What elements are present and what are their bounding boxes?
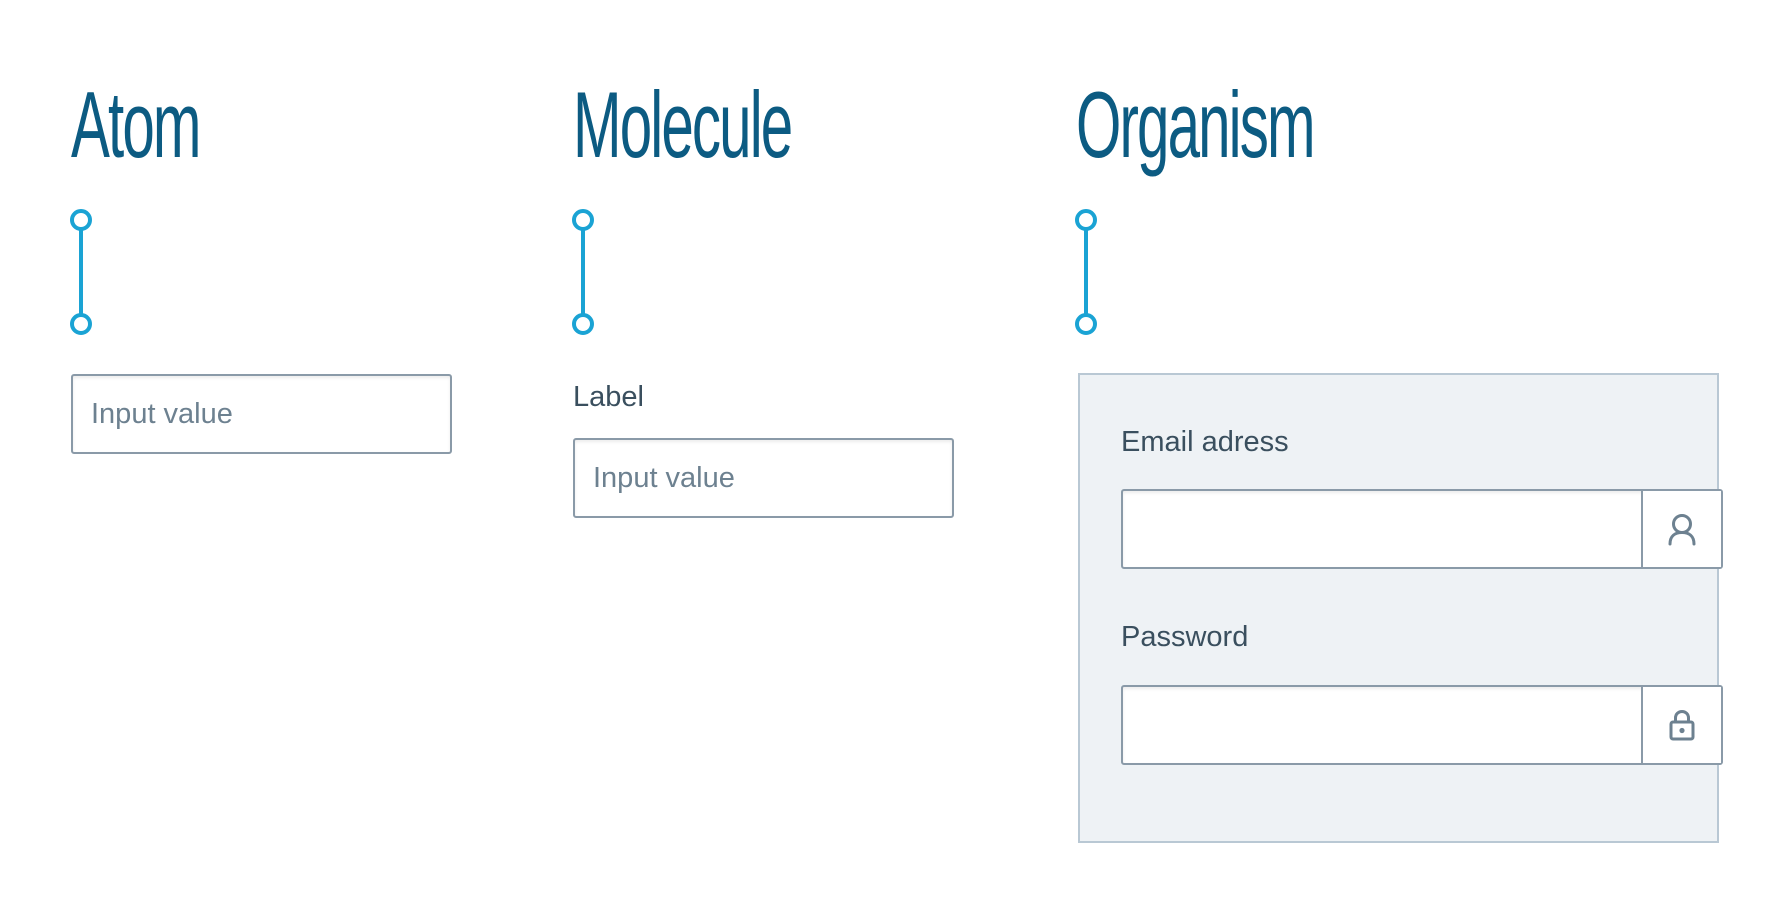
lock-icon bbox=[1669, 709, 1695, 741]
atom-heading: Atom bbox=[71, 72, 201, 177]
password-field[interactable] bbox=[1123, 687, 1641, 763]
login-form-card: Email adress Password bbox=[1078, 373, 1723, 843]
connector-icon bbox=[572, 209, 594, 335]
email-addon bbox=[1641, 491, 1721, 567]
email-field[interactable] bbox=[1123, 491, 1641, 567]
molecule-input-field[interactable] bbox=[573, 438, 954, 518]
connector-icon bbox=[1075, 209, 1097, 335]
password-label: Password bbox=[1121, 621, 1249, 653]
molecule-heading: Molecule bbox=[573, 72, 793, 177]
password-addon bbox=[1641, 687, 1721, 763]
molecule-field-label: Label bbox=[573, 381, 644, 413]
user-icon bbox=[1668, 514, 1696, 546]
connector-icon bbox=[70, 209, 92, 335]
atom-input-field[interactable] bbox=[71, 374, 452, 454]
email-label: Email adress bbox=[1121, 426, 1289, 458]
organism-heading: Organism bbox=[1076, 72, 1316, 177]
email-input-group bbox=[1121, 489, 1723, 569]
password-input-group bbox=[1121, 685, 1723, 765]
